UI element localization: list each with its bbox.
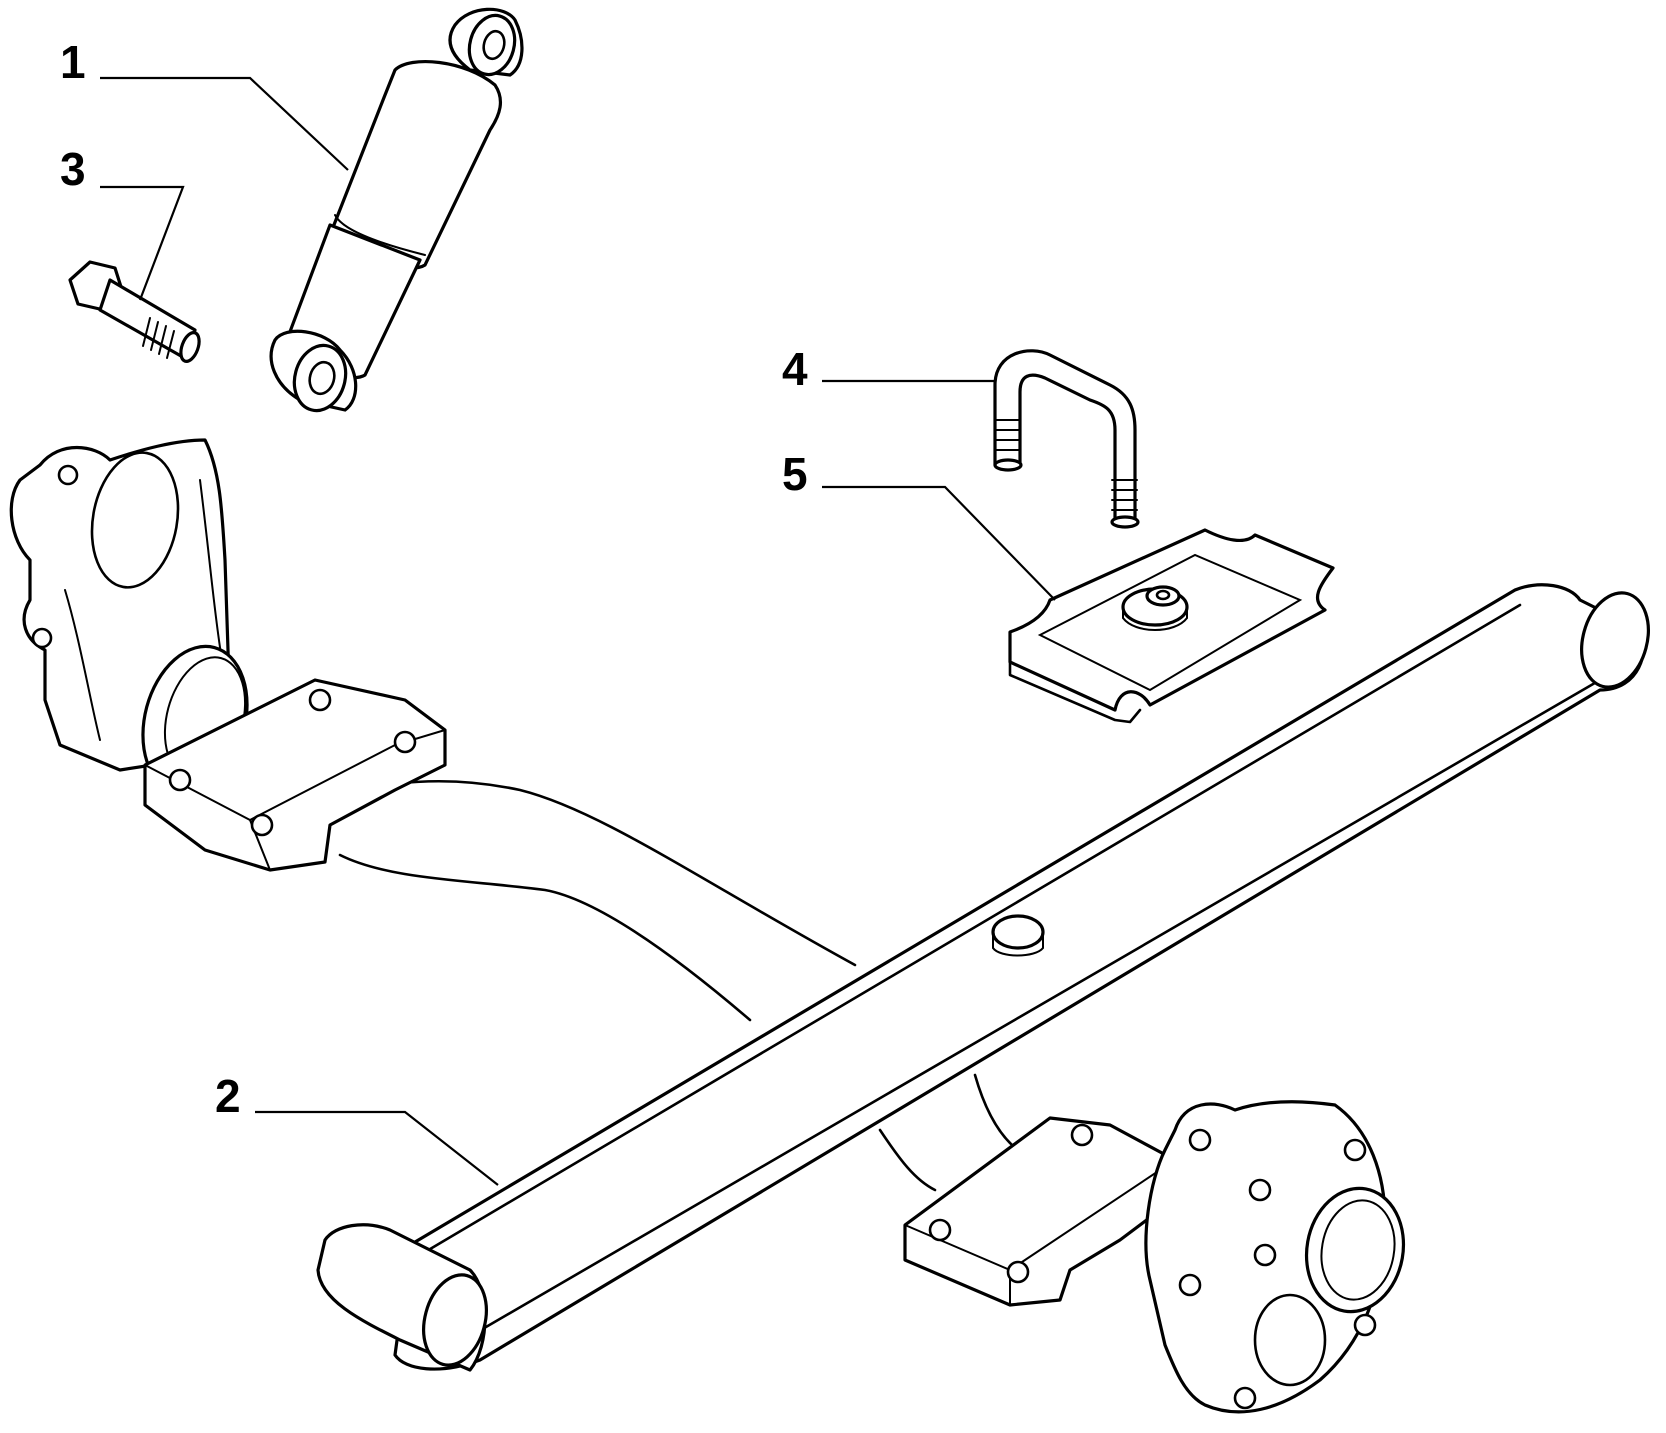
leader-line-2	[255, 1110, 499, 1186]
leader-line-5	[822, 485, 1056, 601]
shock-absorber	[269, 7, 524, 413]
callout-4: 4	[782, 343, 995, 395]
callout-3: 3	[60, 143, 185, 301]
bolt	[68, 260, 201, 363]
rear-axle	[9, 438, 1406, 1414]
callout-number-1: 1	[60, 36, 86, 88]
callout-5: 5	[782, 448, 1056, 601]
spring-plate	[1008, 528, 1335, 724]
callout-number-3: 3	[60, 143, 86, 195]
leader-line-3	[100, 185, 185, 301]
callout-number-5: 5	[782, 448, 808, 500]
callout-2: 2	[215, 1070, 499, 1186]
callout-number-2: 2	[215, 1070, 241, 1122]
callout-number-4: 4	[782, 343, 808, 395]
right-spring-seat	[903, 1116, 1182, 1307]
leaf-spring	[316, 583, 1650, 1372]
leader-line-1	[100, 76, 349, 171]
u-bolt	[993, 349, 1140, 529]
callout-1: 1	[60, 36, 349, 171]
left-spring-seat	[143, 678, 447, 872]
